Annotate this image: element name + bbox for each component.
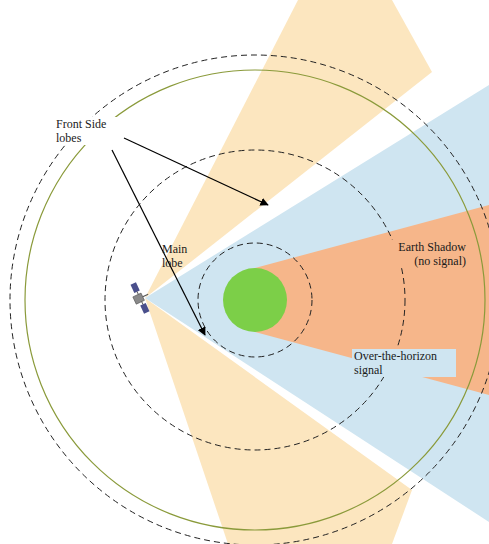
region-label: Earth Shadow (no signal) (380, 240, 468, 268)
region-label: Over-the-horizon signal (352, 349, 456, 377)
orbit-ring (105, 150, 405, 450)
leader-arrow (112, 150, 205, 335)
region-label: Front Side lobes (54, 117, 120, 145)
orbit-ring (10, 55, 489, 544)
orbit-ring (25, 70, 485, 530)
earth-shadow-region (255, 205, 489, 395)
main-lobe-region (145, 85, 489, 522)
earth (223, 268, 287, 332)
leader-arrow (124, 138, 268, 205)
region-label: Main lobe (160, 242, 198, 270)
orbit-ring (198, 243, 312, 357)
satellite-icon (128, 280, 155, 315)
